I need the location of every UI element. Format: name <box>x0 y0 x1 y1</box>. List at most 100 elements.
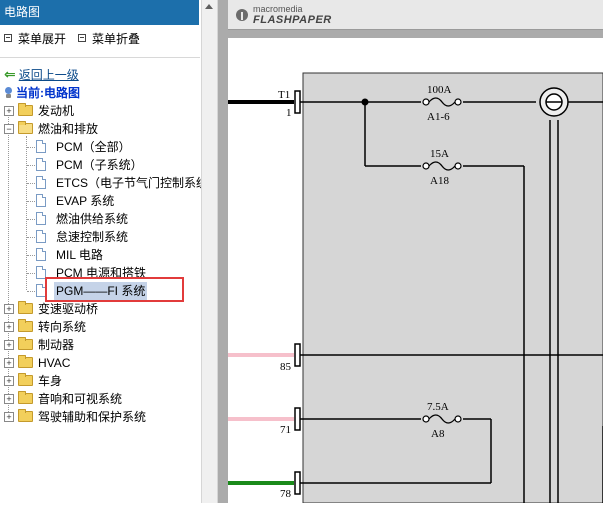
folder-icon <box>18 391 33 404</box>
tree-item-pgm-fi-system[interactable]: PGM——FI 系统 <box>0 282 200 300</box>
menu-actions: 菜单展开 菜单折叠 <box>0 29 200 49</box>
tree-connector <box>8 108 9 414</box>
fuse-pin <box>422 98 430 106</box>
tree-connector <box>26 136 27 290</box>
tree-item-label: EVAP 系统 <box>56 194 115 208</box>
fuse-box-panel <box>302 72 603 504</box>
vertical-scrollbar[interactable] <box>201 0 218 503</box>
tree-folder-transaxle[interactable]: + 变速驱动桥 <box>0 300 200 318</box>
tree-connector <box>27 291 35 292</box>
document-icon <box>36 266 46 279</box>
tree-item-fuel-supply[interactable]: 燃油供给系统 <box>0 210 200 228</box>
fuse-id: A1-6 <box>427 111 450 123</box>
folder-icon <box>18 301 33 314</box>
collapse-icon <box>78 34 86 42</box>
current-location: 当前:电路图 <box>4 85 80 101</box>
divider <box>0 57 200 58</box>
tree-folder-label: 转向系统 <box>38 320 87 334</box>
tree-folder-label: 制动器 <box>38 338 75 352</box>
tree-folder-label: HVAC <box>38 356 71 370</box>
tree-connector <box>27 201 35 202</box>
fuse-pin <box>454 415 462 423</box>
fuse-rating: 7.5A <box>427 401 449 413</box>
tree-item-label: 燃油供给系统 <box>56 212 129 226</box>
back-arrow-icon: ⇐ <box>4 66 16 82</box>
tree-item-label: MIL 电路 <box>56 248 103 262</box>
viewer-brand: macromedia <box>253 4 303 14</box>
back-link[interactable]: ⇐返回上一级 <box>4 66 79 82</box>
tree-folder-steering[interactable]: + 转向系统 <box>0 318 200 336</box>
tree-item-label: PCM（全部） <box>56 140 131 154</box>
tree-folder-body[interactable]: + 车身 <box>0 372 200 390</box>
tree-item-mil-circuit[interactable]: MIL 电路 <box>0 246 200 264</box>
tree-folder-label: 音响和可视系统 <box>38 392 123 406</box>
connector-terminal <box>294 90 301 114</box>
tree-folder-engine[interactable]: + 发动机 <box>0 102 200 120</box>
expand-toggle-icon[interactable]: + <box>4 322 14 332</box>
document-icon <box>36 158 46 171</box>
document-icon <box>36 230 46 243</box>
flashpaper-logo-icon <box>236 9 248 21</box>
tree-item-etcs[interactable]: ETCS（电子节气门控制系统 <box>0 174 201 192</box>
expand-toggle-icon[interactable]: + <box>4 340 14 350</box>
expand-toggle-icon[interactable]: + <box>4 412 14 422</box>
pin-label: 85 <box>280 361 292 373</box>
tree-connector <box>27 183 35 184</box>
fuse-pin <box>454 162 462 170</box>
connector-terminal <box>294 471 301 495</box>
tree-folder-label: 变速驱动桥 <box>38 302 99 316</box>
tree-connector <box>27 273 35 274</box>
viewer-product: FLASHPAPER <box>253 14 332 26</box>
document-icon <box>36 194 46 207</box>
document-icon <box>36 140 46 153</box>
tree-folder-brakes[interactable]: + 制动器 <box>0 336 200 354</box>
tree-item-label: ETCS（电子节气门控制系统 <box>56 176 201 190</box>
folder-icon <box>18 355 33 368</box>
expand-toggle-icon[interactable]: + <box>4 376 14 386</box>
folder-icon <box>18 373 33 386</box>
tree-item-pcm-subsystem[interactable]: PCM（子系统） <box>0 156 200 174</box>
expand-icon <box>4 34 12 42</box>
tree-item-idle-control[interactable]: 怠速控制系统 <box>0 228 200 246</box>
fuse-rating: 100A <box>427 84 452 96</box>
tree-folder-label: 燃油和排放 <box>38 122 99 136</box>
terminal-label: T1 <box>278 89 290 101</box>
expand-toggle-icon[interactable]: + <box>4 106 14 116</box>
expand-toggle-icon[interactable]: + <box>4 394 14 404</box>
tree-item-label: PCM 电源和搭铁 <box>56 266 147 280</box>
collapse-menu-button[interactable]: 菜单折叠 <box>78 31 140 47</box>
tree-item-pcm-power-ground[interactable]: PCM 电源和搭铁 <box>0 264 200 282</box>
expand-toggle-icon[interactable]: + <box>4 358 14 368</box>
tree-item-pcm-all[interactable]: PCM（全部） <box>0 138 200 156</box>
fuse-pin <box>422 415 430 423</box>
tree-folder-label: 驾驶辅助和保护系统 <box>38 410 147 424</box>
document-icon <box>36 212 46 225</box>
tree-folder-fuel-emission[interactable]: − 燃油和排放 <box>0 120 200 138</box>
connector-terminal <box>294 407 301 431</box>
fuse-id: A8 <box>431 428 445 440</box>
document-icon <box>36 248 46 261</box>
collapse-menu-label: 菜单折叠 <box>92 32 141 46</box>
expand-toggle-icon[interactable]: + <box>4 304 14 314</box>
tree-item-evap[interactable]: EVAP 系统 <box>0 192 200 210</box>
tree-folder-driver-assist[interactable]: + 驾驶辅助和保护系统 <box>0 408 200 426</box>
pin-label: 78 <box>280 488 292 500</box>
tree-folder-hvac[interactable]: + HVAC <box>0 354 200 372</box>
expand-menu-button[interactable]: 菜单展开 <box>4 31 66 47</box>
viewer-toolbar: macromedia FLASHPAPER <box>228 0 603 30</box>
folder-icon <box>18 409 33 422</box>
document-viewer: macromedia FLASHPAPER T1 1 85 71 78 <box>218 0 603 504</box>
tree-item-label-selected: PGM——FI 系统 <box>54 282 148 300</box>
fuse-id: A18 <box>430 175 449 187</box>
pin-label: 71 <box>280 424 291 436</box>
tree-folder-audio-visual[interactable]: + 音响和可视系统 <box>0 390 200 408</box>
fuse-symbol-icon <box>428 161 456 171</box>
tree-connector <box>27 165 35 166</box>
navigation-panel: 电路图 菜单展开 菜单折叠 ⇐返回上一级 当前:电路图 + 发动机 − 燃油和排… <box>0 0 201 503</box>
fuse-symbol-icon <box>428 414 456 424</box>
location-icon <box>4 87 13 99</box>
tree-connector <box>27 255 35 256</box>
fuse-symbol-icon <box>428 97 456 107</box>
collapse-toggle-icon[interactable]: − <box>4 124 14 134</box>
scroll-up-arrow-icon[interactable] <box>205 4 213 9</box>
